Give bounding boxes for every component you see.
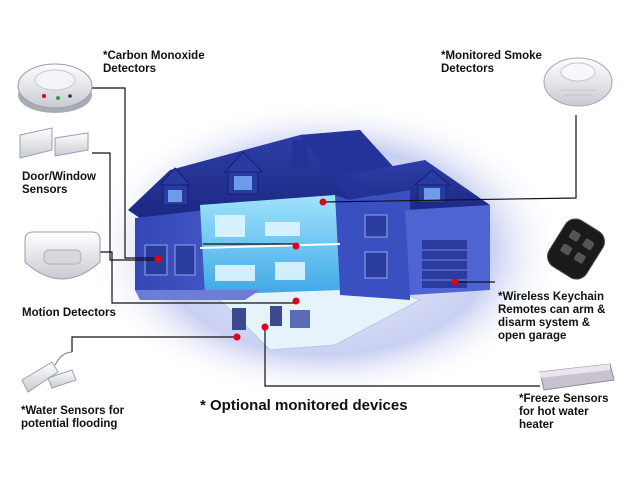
leader-door-window [92,152,158,261]
sensor-dot-interior [292,242,300,250]
label-motion: Motion Detectors [22,307,116,319]
sensor-dot-water [233,333,241,341]
sensor-dot-freeze [261,323,269,331]
label-smoke: *Monitored Smoke Detectors [441,50,542,75]
sensor-dot-window [154,255,162,263]
leader-freeze [264,327,540,387]
leader-lines [71,87,577,387]
label-freeze: *Freeze Sensors for hot water heater [519,393,609,431]
label-water: *Water Sensors for potential flooding [21,405,125,430]
leader-water [71,336,237,352]
label-keychain: *Wireless Keychain Remotes can arm & dis… [498,291,606,342]
sensor-dots [154,198,459,341]
leader-co [90,87,158,259]
smoke-detector-icon [543,57,613,107]
sensor-dot-smoke [319,198,327,206]
leader-motion [100,251,296,304]
footer-note: * Optional monitored devices [200,397,408,414]
sensor-dot-motion [292,297,300,305]
water-sensor-icon [21,351,77,393]
carbon-monoxide-detector-icon [17,63,93,113]
leader-smoke [322,115,577,203]
keychain-remote-icon [547,218,605,280]
label-carbon-monoxide: *Carbon Monoxide Detectors [103,50,205,75]
door-window-sensor-icon [19,127,89,159]
label-door-window: Door/Window Sensors [22,171,96,196]
motion-detector-icon [24,231,101,280]
sensor-dot-keychain [451,278,459,286]
freeze-sensor-icon [539,363,615,391]
